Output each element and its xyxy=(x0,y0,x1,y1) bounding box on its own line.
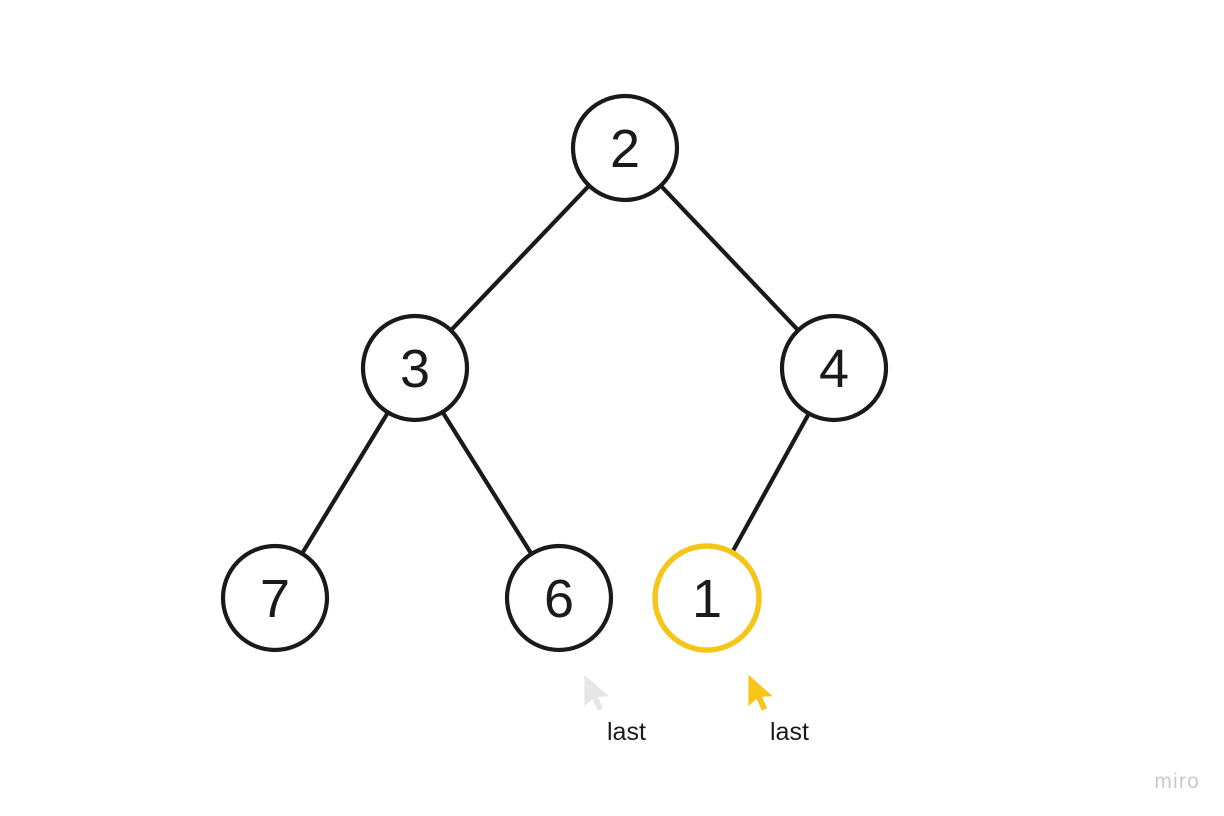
nodes-group: 2 3 4 7 6 1 xyxy=(220,93,889,653)
tree-edge xyxy=(441,411,533,555)
node-value-label: 1 xyxy=(692,569,722,629)
node-circle[interactable] xyxy=(779,313,889,423)
tree-node[interactable]: 3 xyxy=(360,313,470,423)
tree-node[interactable]: 1 xyxy=(652,543,762,653)
node-value-label: 6 xyxy=(544,569,574,629)
node-value-label: 2 xyxy=(610,119,640,179)
node-circle-highlighted[interactable] xyxy=(652,543,762,653)
node-circle[interactable] xyxy=(504,543,614,653)
cursor-arrow-icon xyxy=(748,674,773,711)
tree-node[interactable]: 2 xyxy=(570,93,680,203)
tree-edge xyxy=(659,184,800,332)
tree-edge xyxy=(300,411,390,555)
tree-node[interactable]: 6 xyxy=(504,543,614,653)
cursor-pointer-gray[interactable] xyxy=(580,672,614,714)
tree-edge xyxy=(730,412,811,554)
edges-group xyxy=(300,184,811,555)
tree-edge xyxy=(449,184,591,332)
tree-node[interactable]: 7 xyxy=(220,543,330,653)
cursor-label-yellow: last xyxy=(770,718,809,746)
node-circle[interactable] xyxy=(570,93,680,203)
node-circle[interactable] xyxy=(220,543,330,653)
cursor-arrow-icon xyxy=(584,674,609,711)
miro-watermark: miro xyxy=(1154,770,1200,793)
node-value-label: 3 xyxy=(400,339,430,399)
cursor-pointer-yellow[interactable] xyxy=(744,672,778,714)
node-value-label: 7 xyxy=(260,569,290,629)
node-value-label: 4 xyxy=(819,339,849,399)
cursor-label-gray: last xyxy=(607,718,646,746)
node-circle[interactable] xyxy=(360,313,470,423)
tree-node[interactable]: 4 xyxy=(779,313,889,423)
